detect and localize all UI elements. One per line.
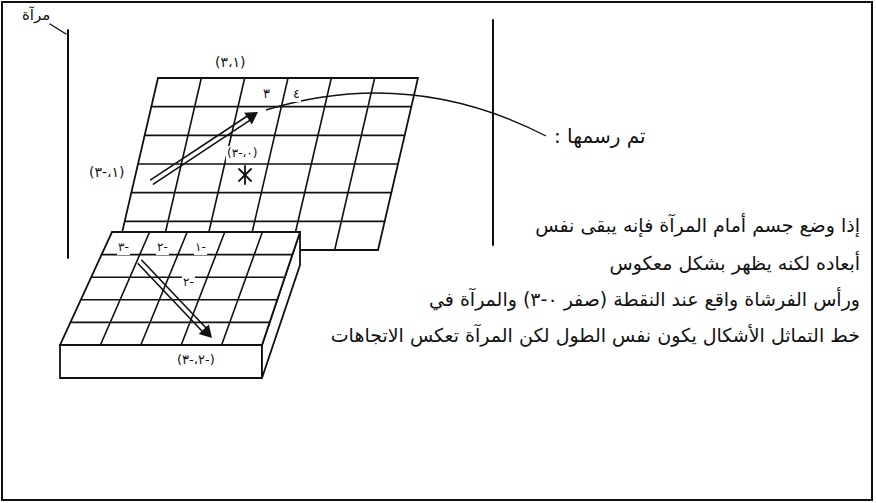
reflected-grid	[118, 78, 418, 250]
note-text: ورأس الفرشاة واقع عند النقطة (صفر ٠-٣) و…	[304, 288, 860, 312]
leader-line	[266, 93, 546, 136]
coordinate-label: -٢	[156, 240, 169, 255]
coordinate-label: (-٢،-٣)	[176, 352, 216, 368]
coordinate-label: (٠،-٣)	[226, 146, 258, 161]
reflected-grid-line	[125, 221, 385, 223]
note-text: أبعاده لكنه يظهر بشكل معكوس	[510, 252, 860, 276]
floor-grid-line	[222, 232, 263, 345]
coordinate-label: (٣،١)	[214, 54, 247, 72]
mirror-side	[67, 30, 69, 258]
mirror-leader	[50, 24, 66, 34]
reflected-brush-head	[244, 112, 258, 124]
floor-grid-line	[70, 322, 269, 324]
brush	[138, 264, 202, 331]
note-text: تم رسمها :	[554, 124, 646, 149]
mirror-side	[492, 20, 494, 245]
floor-grid-line	[100, 232, 149, 345]
brush-head	[199, 324, 212, 338]
coordinate-label: (١،-٣)	[88, 164, 126, 182]
star-mark	[244, 166, 246, 184]
coordinate-label: ٣	[262, 86, 271, 102]
brush	[142, 260, 206, 327]
coordinate-label: -٢	[182, 275, 195, 290]
coordinate-label: ٤	[292, 86, 301, 102]
note-text: إذا وضع جسم أمام المرآة فإنه يبقى نفس	[510, 214, 860, 238]
floor-grid-line	[141, 232, 187, 345]
reflected-grid-line	[131, 192, 391, 194]
floor-grid	[60, 232, 300, 345]
slab-front	[60, 345, 262, 378]
coordinate-label: -٣	[117, 240, 130, 255]
coordinate-label: -١	[194, 240, 207, 255]
mirror-label: مرآة	[22, 6, 50, 25]
note-text: خط التماثل الأشكال يكون نفس الطول لكن ال…	[250, 324, 860, 348]
floor-grid-line	[181, 232, 225, 345]
reflected-grid-line	[145, 135, 405, 137]
